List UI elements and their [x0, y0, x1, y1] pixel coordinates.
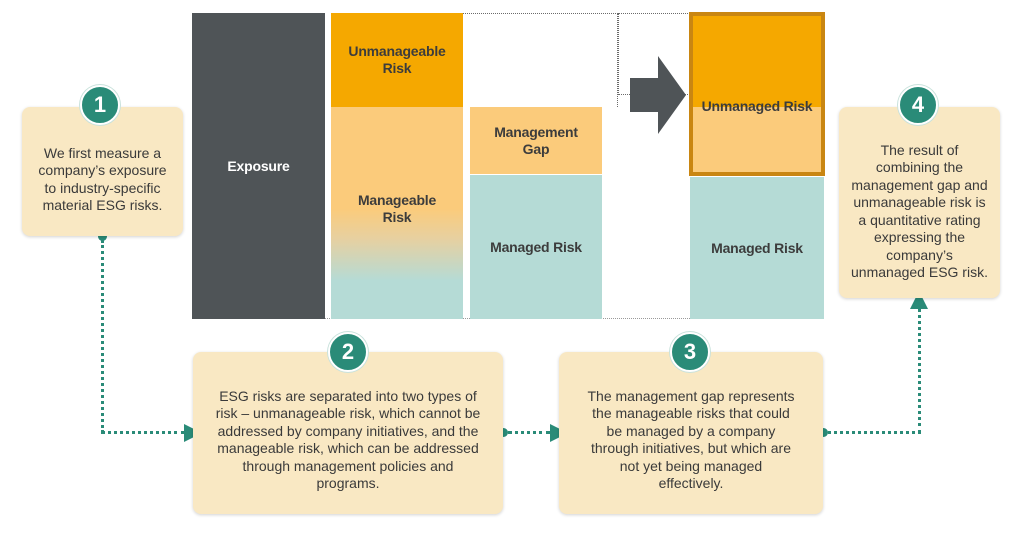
step-2-badge: 2 — [328, 332, 368, 372]
step-4-number: 4 — [911, 92, 925, 117]
unmanaged-risk-label-wrap: Unmanaged Risk — [700, 86, 814, 126]
connector-line-step2-right — [508, 431, 550, 434]
connector-line-step3-right — [828, 431, 921, 434]
managed-risk-segment: Managed Risk — [470, 174, 602, 319]
connector-dot-step3 — [819, 428, 828, 437]
unmanaged-risk-label: Unmanaged Risk — [701, 97, 813, 114]
step-2-text: ESG risks are separated into two types o… — [215, 387, 481, 492]
step-1-badge: 1 — [80, 85, 120, 125]
step-3-note: The management gap represents the manage… — [559, 352, 823, 514]
management-gap-label: Management Gap — [494, 123, 578, 157]
unmanageable-level-outline — [463, 13, 618, 107]
block-arrow-right-icon — [630, 56, 686, 134]
managed-risk-result-label: Managed Risk — [711, 239, 803, 256]
unmanaged-risk-upper-segment — [690, 13, 824, 107]
exposure-label: Exposure — [227, 157, 290, 174]
step-3-text: The management gap represents the manage… — [587, 387, 795, 492]
unmanaged-risk-lower-segment — [690, 107, 824, 174]
risk-bars: Exposure Unmanageable Risk Manageable Ri… — [192, 12, 825, 319]
unmanageable-risk-segment: Unmanageable Risk — [331, 13, 463, 107]
manageable-risk-segment: Manageable Risk — [331, 107, 463, 319]
managed-risk-label: Managed Risk — [490, 238, 582, 255]
step-3-badge: 3 — [670, 332, 710, 372]
step-1-number: 1 — [93, 92, 107, 117]
step-4-text: The result of combining the management g… — [851, 141, 988, 281]
management-gap-segment: Management Gap — [470, 107, 602, 174]
step-3-number: 3 — [683, 339, 697, 364]
unmanageable-risk-label: Unmanageable Risk — [348, 43, 446, 76]
exposure-bar: Exposure — [192, 13, 325, 319]
step-4-note: The result of combining the management g… — [839, 107, 1000, 298]
manageable-risk-label: Manageable Risk — [357, 192, 437, 225]
managed-risk-result-segment: Managed Risk — [690, 176, 824, 319]
step-1-note: We first measure a company’s exposure to… — [22, 107, 183, 236]
unmanaged-risk-highlight — [689, 12, 825, 176]
connector-dot-step2 — [499, 428, 508, 437]
connector-line-step3-up — [918, 308, 921, 434]
step-1-text: We first measure a company’s exposure to… — [38, 144, 167, 214]
connector-line-step1-down — [101, 240, 104, 433]
step-2-note: ESG risks are separated into two types o… — [193, 352, 503, 514]
step-4-badge: 4 — [898, 85, 938, 125]
connector-dot-step1 — [98, 232, 107, 241]
connector-line-step1-right — [101, 431, 185, 434]
step-2-number: 2 — [341, 339, 355, 364]
